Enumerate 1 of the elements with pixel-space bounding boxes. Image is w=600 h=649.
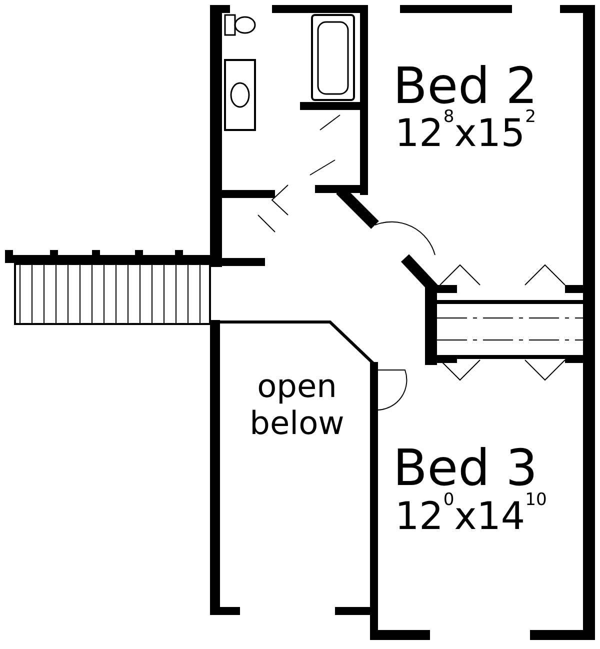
room-name: open below: [248, 368, 346, 442]
